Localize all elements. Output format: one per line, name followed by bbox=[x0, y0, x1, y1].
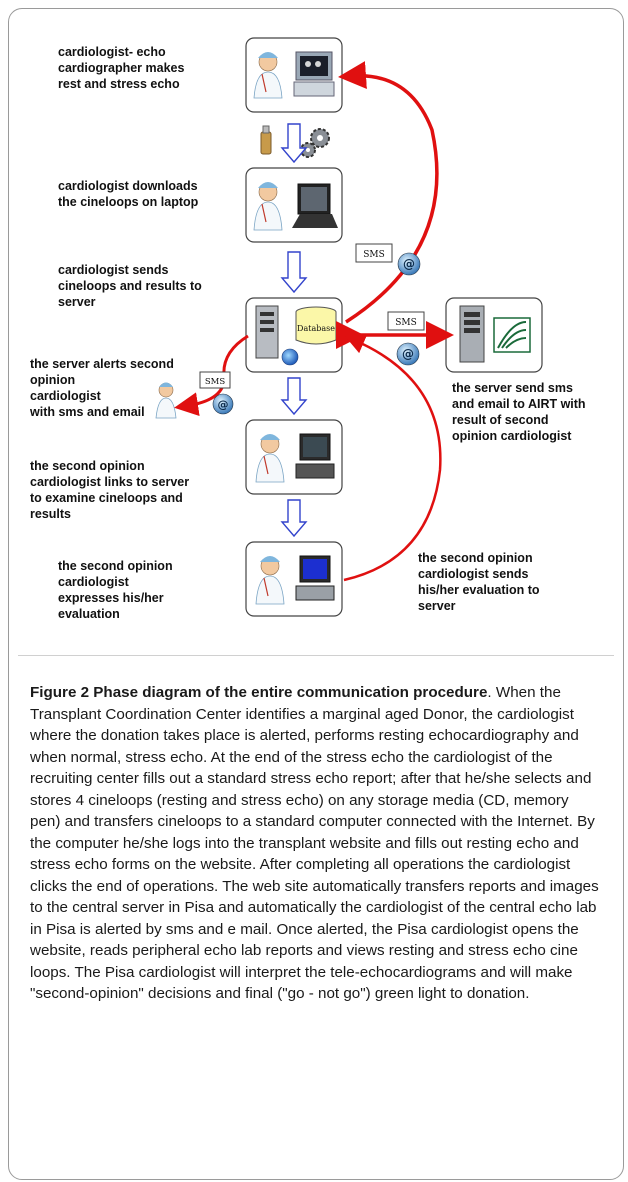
red-arrow-evaluation-to-server bbox=[343, 334, 442, 582]
box-airt-server bbox=[445, 297, 543, 373]
doctor-icon bbox=[253, 182, 283, 231]
svg-text:@: @ bbox=[218, 398, 229, 411]
database-icon: Database bbox=[295, 306, 337, 345]
svg-text:SMS: SMS bbox=[395, 318, 417, 328]
figure-frame bbox=[8, 8, 624, 1180]
flow-arrow-1 bbox=[280, 123, 308, 164]
at-icon-airt: @ bbox=[396, 342, 420, 366]
computer-icon bbox=[295, 433, 335, 479]
usb-memory-icon bbox=[260, 125, 272, 155]
label-step-express: the second opinion cardiologist expresse… bbox=[58, 559, 173, 621]
server-tower-icon bbox=[459, 305, 485, 363]
red-arrow-server-to-second-opinion bbox=[174, 334, 249, 417]
box-server: Database bbox=[245, 297, 343, 373]
at-icon-echo: @ bbox=[397, 252, 421, 276]
flow-arrow-3 bbox=[280, 377, 308, 416]
computer-icon bbox=[295, 555, 335, 601]
caption-title-period: . bbox=[487, 684, 492, 701]
globe-icon bbox=[281, 348, 299, 366]
svg-text:@: @ bbox=[402, 347, 414, 361]
echo-machine-icon bbox=[293, 51, 335, 97]
caption-title: Figure 2 Phase diagram of the entire com… bbox=[30, 684, 488, 701]
sms-tag-second-opinion: SMS bbox=[199, 371, 231, 389]
svg-text:@: @ bbox=[403, 257, 415, 271]
airt-logo-icon bbox=[493, 317, 531, 353]
label-airt-notification: the server send sms and email to AIRT wi… bbox=[452, 381, 586, 443]
phase-diagram: Database bbox=[155, 37, 543, 617]
box-second-opinion-workstation bbox=[245, 419, 343, 495]
box-evaluation-workstation bbox=[245, 541, 343, 617]
sms-tag-airt: SMS bbox=[387, 311, 425, 331]
flow-arrow-4 bbox=[280, 499, 308, 538]
figure-caption: Figure 2 Phase diagram of the entire com… bbox=[30, 682, 602, 1005]
label-step-examine: the second opinion cardiologist links to… bbox=[30, 459, 190, 521]
red-arrow-server-to-echo bbox=[338, 61, 439, 324]
doctor-icon bbox=[255, 434, 285, 483]
database-label: Database bbox=[297, 324, 335, 333]
gears-icon bbox=[300, 128, 330, 158]
label-evaluation-to-server: the second opinion cardiologist sends hi… bbox=[418, 551, 540, 613]
at-icon-second-opinion: @ bbox=[212, 393, 234, 415]
divider bbox=[18, 655, 614, 656]
label-step-send: cardiologist sends cineloops and results… bbox=[58, 263, 202, 309]
sms-tag-echo: SMS bbox=[355, 243, 393, 263]
doctor-icon bbox=[255, 556, 285, 605]
svg-text:SMS: SMS bbox=[363, 250, 385, 260]
label-step-echo: cardiologist- echo cardiographer makes r… bbox=[58, 45, 185, 91]
flow-arrow-2 bbox=[280, 251, 308, 294]
second-opinion-doctor-icon bbox=[155, 382, 177, 419]
label-step-alert: the server alerts second opinion cardiol… bbox=[30, 357, 174, 419]
caption-body: When the Transplant Coordination Center … bbox=[30, 684, 599, 1002]
label-step-download: cardiologist downloads the cineloops on … bbox=[58, 179, 199, 209]
box-laptop-station bbox=[245, 167, 343, 243]
svg-text:SMS: SMS bbox=[205, 377, 226, 387]
laptop-icon bbox=[292, 183, 338, 228]
server-tower-icon bbox=[255, 305, 279, 359]
doctor-icon bbox=[253, 52, 283, 99]
box-echo-station bbox=[245, 37, 343, 113]
